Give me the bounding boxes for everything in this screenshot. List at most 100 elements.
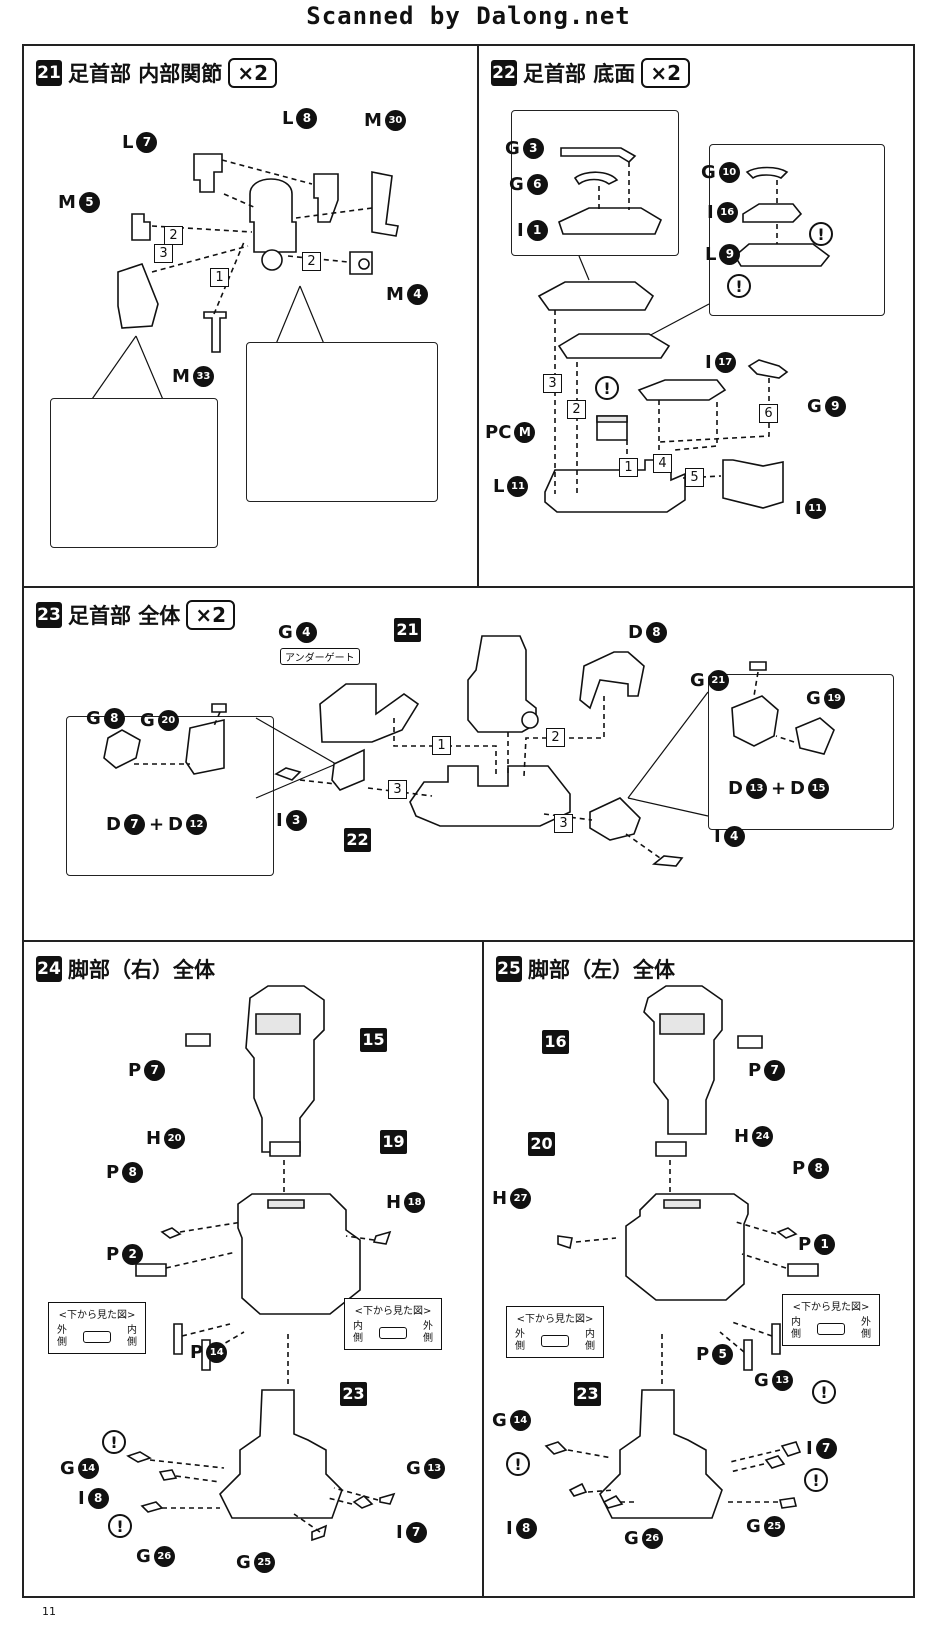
seq-marker: 5 xyxy=(685,468,704,487)
ref-step-20: 20 xyxy=(528,1132,555,1156)
step-23-illustration xyxy=(103,635,835,867)
part-section-icon xyxy=(541,1335,569,1347)
seq-marker: 1 xyxy=(432,736,451,755)
seq-marker: 2 xyxy=(164,226,183,245)
seq-marker: 1 xyxy=(210,268,229,287)
ref-step-15: 15 xyxy=(360,1028,387,1052)
ref-step-19: 19 xyxy=(380,1130,407,1154)
step-25-title: 25 脚部（左）全体 xyxy=(496,956,675,982)
ref-step-23: 23 xyxy=(340,1382,367,1406)
warning-icon: ! xyxy=(108,1514,132,1538)
warning-icon: ! xyxy=(102,1430,126,1454)
seq-marker: 4 xyxy=(653,454,672,473)
subassembly-box xyxy=(708,674,894,830)
ref-step-16: 16 xyxy=(542,1030,569,1054)
seq-marker: 2 xyxy=(302,252,321,271)
under-gate-tag: アンダーゲート xyxy=(280,648,360,665)
step-22-title: 22 足首部 底面 ×2 xyxy=(491,58,690,88)
warning-icon: ! xyxy=(809,222,833,246)
part-section-icon xyxy=(817,1323,845,1335)
seq-marker: 1 xyxy=(619,458,638,477)
seq-marker: 6 xyxy=(759,404,778,423)
view-from-below-note: <下から見た図> 外側内側 xyxy=(506,1306,604,1358)
part-section-icon xyxy=(83,1331,111,1343)
step-21-panel: 21 足首部 内部関節 ×2 xyxy=(22,44,479,588)
view-from-below-note: <下から見た図> 内側外側 xyxy=(782,1294,880,1346)
step-24-title: 24 脚部（右）全体 xyxy=(36,956,215,982)
subassembly-box xyxy=(50,398,218,548)
ref-step-23: 23 xyxy=(574,1382,601,1406)
warning-icon: ! xyxy=(804,1468,828,1492)
view-from-below-note: <下から見た図> 外側内側 xyxy=(48,1302,146,1354)
seq-marker: 2 xyxy=(546,728,565,747)
step-25-illustration xyxy=(544,985,819,1519)
seq-marker: 3 xyxy=(154,244,173,263)
subassembly-box xyxy=(66,716,274,876)
scan-credit: Scanned by Dalong.net xyxy=(306,2,631,30)
seq-marker: 3 xyxy=(388,780,407,799)
warning-icon: ! xyxy=(812,1380,836,1404)
subassembly-box xyxy=(246,342,438,502)
step-24-illustration xyxy=(126,985,396,1542)
part-section-icon xyxy=(379,1327,407,1339)
seq-marker: 3 xyxy=(543,374,562,393)
step-22-illustration xyxy=(537,147,831,513)
step-21-title: 21 足首部 内部関節 ×2 xyxy=(36,58,277,88)
seq-marker: 3 xyxy=(554,814,573,833)
view-from-below-note: <下から見た図> 内側外側 xyxy=(344,1298,442,1350)
warning-icon: ! xyxy=(727,274,751,298)
step-23-title: 23 足首部 全体 ×2 xyxy=(36,600,235,630)
ref-step-22: 22 xyxy=(344,828,371,852)
